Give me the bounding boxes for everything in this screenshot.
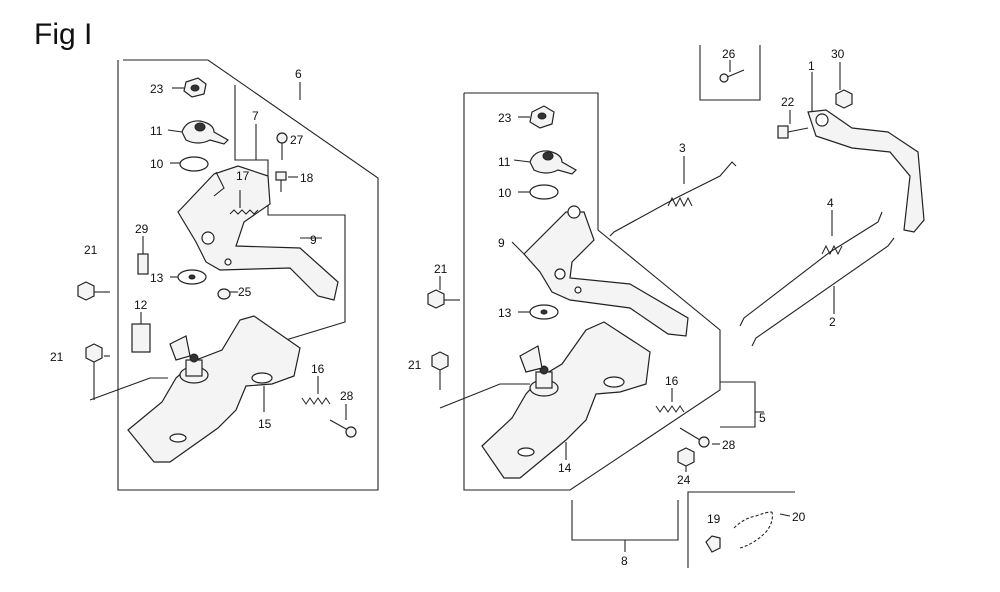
callout-1: 1: [808, 59, 815, 73]
callout-15: 15: [258, 417, 272, 431]
callout-21-right-lower: 21: [408, 358, 422, 372]
spring-part-17: [229, 190, 259, 215]
callout-11-left: 11: [150, 124, 163, 138]
spring-part-16-left: [301, 376, 331, 405]
callout-23-right: 23: [498, 111, 512, 125]
rod-part-3: [609, 156, 737, 237]
rod-part-4: [739, 210, 883, 327]
callout-6: 6: [295, 67, 302, 81]
callout-9-right: 9: [498, 236, 505, 250]
callout-16-right: 16: [665, 374, 679, 388]
callout-23-left: 23: [150, 82, 164, 96]
washer-part-10-left: [170, 156, 209, 172]
screw-part-18: [275, 171, 298, 192]
nut-part-30: [835, 62, 853, 109]
callout-13-left: 13: [150, 271, 164, 285]
callout-3: 3: [679, 141, 686, 155]
callout-29: 29: [135, 222, 149, 236]
callout-18: 18: [300, 171, 314, 185]
lever-arm-part-1: [807, 72, 925, 233]
left-assembly-boundary: [117, 59, 379, 491]
left-leader-lines: [89, 82, 301, 401]
callout-11-right: 11: [498, 155, 511, 169]
screw-part-26: [719, 60, 745, 83]
callout-24: 24: [677, 473, 691, 487]
callout-2: 2: [829, 315, 836, 329]
bolt-part-24: [677, 447, 695, 472]
callout-28-right: 28: [722, 438, 736, 452]
base-plate-part-14: [481, 321, 651, 479]
base-plate-part-15: [127, 315, 301, 463]
part-19-20-box: [687, 491, 795, 568]
callout-10-right: 10: [498, 186, 512, 200]
bolt-part-27: [276, 132, 288, 160]
callout-21-left-lower: 21: [50, 350, 64, 364]
washer-part-13-left: [170, 269, 207, 285]
bolt-part-28-left: [329, 404, 357, 438]
grommet-part-19: [705, 535, 721, 553]
lever-washer-part-11-left: [167, 120, 229, 145]
callout-14: 14: [558, 461, 572, 475]
callout-7: 7: [252, 109, 259, 123]
clip-part-25: [217, 288, 238, 300]
nut-part-23-right: [518, 105, 555, 129]
callout-12: 12: [134, 298, 148, 312]
spring-part-16-right: [655, 388, 685, 413]
callout-10-left: 10: [150, 157, 164, 171]
bolt-part-22: [777, 110, 809, 139]
rod-part-2: [751, 237, 895, 347]
callout-21-right-upper: 21: [434, 262, 448, 276]
callout-26: 26: [722, 47, 736, 61]
right-assembly-boundary: [463, 92, 764, 552]
callout-28-left: 28: [340, 389, 354, 403]
bolt-part-21-left-upper: [77, 281, 110, 301]
clip-chain-part-20: [733, 511, 791, 549]
callout-21-left-upper: 21: [84, 243, 98, 257]
callout-9-left: 9: [310, 233, 317, 247]
callout-13-right: 13: [498, 306, 512, 320]
callout-8: 8: [621, 554, 628, 568]
washer-part-10-right: [518, 184, 559, 200]
callout-17: 17: [236, 169, 250, 183]
nut-part-23-left: [172, 77, 207, 98]
callout-30: 30: [831, 47, 845, 61]
callout-22: 22: [781, 95, 795, 109]
callout-5: 5: [759, 411, 766, 425]
callout-4: 4: [827, 196, 834, 210]
callout-labels: 23 11 10 6 7 27 18 17 9 29 21 13 25 12 2…: [50, 47, 845, 568]
washer-part-13-right: [518, 304, 559, 320]
control-lever-part-9-left: [177, 165, 339, 301]
callout-16-left: 16: [311, 362, 325, 376]
figure-title: Fig I: [34, 18, 92, 51]
callout-27: 27: [290, 133, 304, 147]
clip-part-12: [131, 312, 151, 353]
callout-25: 25: [238, 285, 252, 299]
control-lever-part-9-right: [511, 205, 689, 337]
lever-washer-part-11-right: [513, 150, 577, 175]
stud-part-29: [137, 236, 149, 275]
callout-19: 19: [707, 512, 721, 526]
bolt-part-21-right-lower: [431, 351, 530, 409]
bolt-part-28-right: [679, 427, 720, 448]
part-26-box: [699, 45, 761, 101]
bolt-part-21-right-upper: [427, 276, 460, 309]
callout-20: 20: [792, 510, 806, 524]
bolt-part-21-left-lower: [85, 343, 103, 400]
